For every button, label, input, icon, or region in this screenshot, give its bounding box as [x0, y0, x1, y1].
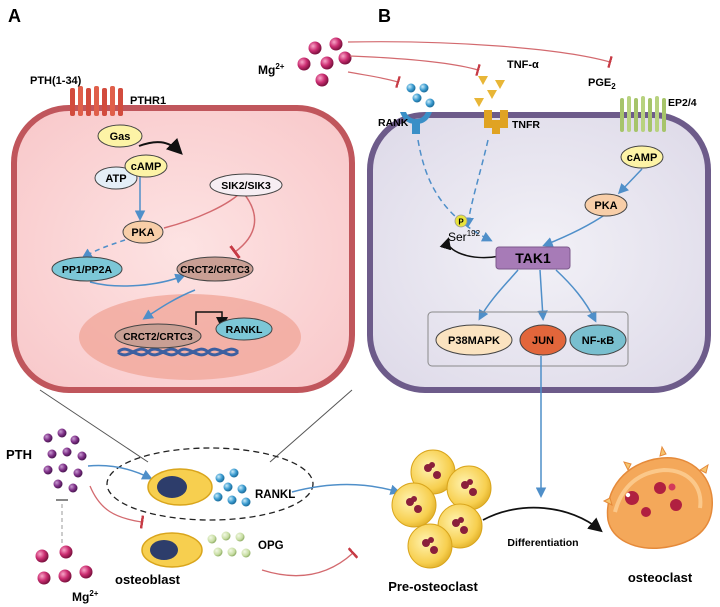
p38mapk-node	[435, 324, 513, 356]
mg-ion-cluster	[297, 37, 352, 87]
pthr1-receptor-icon	[70, 86, 123, 116]
ser192-label: Ser192	[448, 229, 481, 244]
mg-label-bottom: Mg2+	[72, 589, 99, 604]
cell-a: PTH(1-34) PTHR1 Gas ATP cAMP PKA SIK2/SI…	[11, 75, 355, 393]
tak1-label: TAK1	[515, 250, 551, 266]
crtc-node	[176, 256, 254, 282]
tak1-box	[495, 246, 571, 270]
pka-node	[122, 220, 164, 244]
sik-label: SIK2/SIK3	[221, 180, 271, 192]
pka-label: PKA	[131, 227, 154, 239]
rankl-gene-label: RANKL	[226, 324, 263, 336]
pre-osteoclast-label: Pre-osteoclast	[388, 579, 478, 594]
osteoblast-label: osteoblast	[115, 572, 181, 587]
pka-node-b	[584, 193, 628, 217]
rank-label: RANK	[378, 117, 409, 129]
ep2-4-label: EP2/4	[668, 97, 697, 109]
differentiation-label: Differentiation	[507, 537, 578, 549]
panel-label-a: A	[8, 6, 21, 26]
pre-osteoclast-cluster	[391, 449, 492, 569]
panel-label-b: B	[378, 6, 391, 26]
phospho-p-label: P	[458, 218, 464, 227]
effectors-box	[427, 311, 629, 367]
pge2-label: PGE2	[588, 77, 616, 91]
tnfr-label: TNFR	[512, 119, 540, 131]
camp-label-b: cAMP	[627, 152, 658, 164]
pp1-pp2a-node	[51, 256, 123, 282]
pka-label-b: PKA	[594, 200, 617, 212]
pp1-pp2a-label: PP1/PP2A	[62, 264, 113, 276]
mg-label-b: Mg2+	[258, 62, 285, 77]
rank-receptor-icon	[400, 83, 435, 134]
camp-node	[124, 154, 168, 178]
rankl-gene-node	[215, 317, 273, 341]
camp-label: cAMP	[131, 161, 162, 173]
pthr1-label: PTHR1	[130, 95, 166, 107]
opg-particles	[207, 531, 251, 558]
dna-helix-icon	[116, 347, 240, 357]
sik-node	[209, 173, 283, 197]
ep2-4-receptor-icon	[620, 96, 666, 132]
osteoblast-cell-2	[141, 532, 203, 568]
crtc-nuclear-label: CRCT2/CRTC3	[123, 332, 193, 343]
bottom-scheme: PTH Mg2+ RANKL	[6, 389, 713, 604]
crtc-label: CRCT2/CRTC3	[180, 265, 250, 276]
osteoblast-zoom-circle	[106, 447, 314, 521]
tnf-alpha-icon	[474, 76, 505, 107]
camp-node-b	[620, 145, 664, 169]
jun-label: JUN	[532, 335, 554, 347]
atp-label: ATP	[105, 173, 126, 185]
gas-node	[97, 124, 143, 148]
cell-b: Mg2+ RANK TNF-α TNFR	[258, 37, 711, 498]
rankl-label: RANKL	[255, 489, 295, 501]
mg-ion-cluster-bottom	[35, 545, 93, 585]
rankl-particles	[213, 468, 251, 507]
pth-label: PTH	[6, 447, 32, 462]
p38mapk-label: P38MAPK	[448, 335, 500, 347]
pth-1-34-label: PTH(1-34)	[30, 75, 82, 87]
opg-label: OPG	[258, 540, 284, 552]
crtc-nuclear-node	[114, 323, 202, 349]
osteoclast-cell	[602, 445, 713, 549]
osteoblast-cell-1	[147, 468, 213, 506]
tnfr-receptor-icon	[484, 110, 508, 134]
atp-node	[94, 166, 138, 190]
pth-particles	[43, 428, 87, 493]
phospho-site-icon	[454, 214, 468, 228]
nfkb-label: NF-κB	[582, 335, 614, 347]
nfkb-node	[569, 324, 627, 356]
osteoclast-label: osteoclast	[628, 570, 693, 585]
tnf-alpha-label: TNF-α	[507, 59, 539, 71]
gas-label: Gas	[110, 131, 131, 143]
jun-node	[519, 324, 567, 356]
